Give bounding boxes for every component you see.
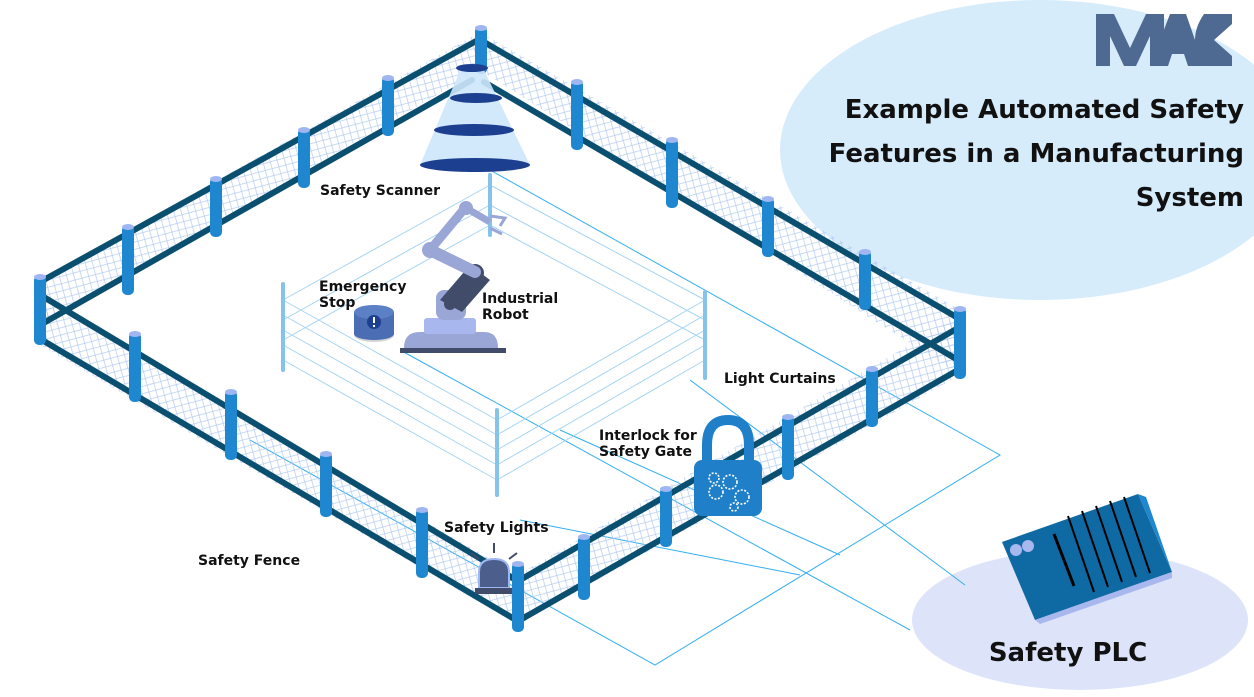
safety-plc-icon bbox=[1002, 494, 1172, 624]
fence-post bbox=[225, 390, 237, 460]
fence-post bbox=[129, 332, 141, 402]
industrial-robot-icon bbox=[400, 201, 508, 353]
fence-posts bbox=[34, 25, 966, 632]
label-safety-lights: Safety Lights bbox=[444, 520, 549, 536]
fence-post-cap bbox=[382, 75, 394, 81]
title-line-1: Example Automated Safety bbox=[845, 95, 1244, 125]
fence-post-cap bbox=[416, 507, 428, 513]
svg-text:Emergency: Emergency bbox=[319, 279, 406, 295]
fence-post bbox=[34, 275, 46, 345]
fence-post bbox=[122, 225, 134, 295]
light-curtain-beams bbox=[282, 184, 706, 481]
fence-post bbox=[475, 26, 487, 74]
fence-post bbox=[578, 535, 590, 600]
fence-post-cap bbox=[475, 25, 487, 31]
title-background-blob bbox=[780, 0, 1254, 300]
page-title: Example Automated Safety Features in a M… bbox=[829, 95, 1244, 213]
safety-fence bbox=[37, 37, 961, 623]
svg-text:Robot: Robot bbox=[482, 307, 529, 323]
label-emergency-stop: Emergency Stop bbox=[319, 279, 406, 311]
label-light-curtains: Light Curtains bbox=[724, 371, 836, 387]
fence-post-cap bbox=[34, 274, 46, 280]
fence-post-cap bbox=[578, 534, 590, 540]
fence-post bbox=[666, 138, 678, 208]
fence-post-cap bbox=[762, 196, 774, 202]
label-safety-plc: Safety PLC bbox=[989, 638, 1147, 668]
fence-post-cap bbox=[782, 414, 794, 420]
label-industrial-robot: Industrial Robot bbox=[482, 291, 558, 323]
interlock-padlock-icon bbox=[694, 414, 762, 516]
fence-post-cap bbox=[512, 561, 524, 567]
svg-text:Safety Gate: Safety Gate bbox=[599, 444, 692, 460]
fence-post-cap bbox=[571, 79, 583, 85]
fence-post-cap bbox=[866, 366, 878, 372]
svg-text:Interlock for: Interlock for bbox=[599, 428, 697, 444]
fence-post bbox=[782, 415, 794, 480]
safety-light-beacon-icon bbox=[470, 543, 518, 594]
emergency-stop-icon bbox=[354, 305, 394, 342]
label-safety-scanner: Safety Scanner bbox=[320, 183, 440, 199]
fence-post bbox=[571, 80, 583, 150]
label-interlock: Interlock for Safety Gate bbox=[599, 428, 697, 460]
fence-post-cap bbox=[954, 306, 966, 312]
fence-post-cap bbox=[122, 224, 134, 230]
light-curtain-posts bbox=[281, 173, 707, 497]
fence-post bbox=[512, 562, 524, 632]
fence-post bbox=[866, 367, 878, 427]
fence-post bbox=[660, 487, 672, 547]
fence-post bbox=[762, 197, 774, 257]
safety-scanner-icon bbox=[420, 64, 530, 172]
svg-text:Industrial: Industrial bbox=[482, 291, 558, 307]
fence-post bbox=[298, 128, 310, 188]
fence-post bbox=[859, 250, 871, 310]
label-safety-fence: Safety Fence bbox=[198, 553, 300, 569]
fence-post bbox=[954, 307, 966, 379]
fence-post-cap bbox=[320, 451, 332, 457]
svg-text:Stop: Stop bbox=[319, 295, 355, 311]
title-line-3: System bbox=[1136, 183, 1244, 213]
fence-post-cap bbox=[210, 176, 222, 182]
fence-post-cap bbox=[666, 137, 678, 143]
fence-post-cap bbox=[225, 389, 237, 395]
fence-post-cap bbox=[859, 249, 871, 255]
fence-post-cap bbox=[660, 486, 672, 492]
mac-logo bbox=[1096, 14, 1232, 66]
fence-post bbox=[416, 508, 428, 578]
fence-post-cap bbox=[129, 331, 141, 337]
title-line-2: Features in a Manufacturing bbox=[829, 139, 1244, 169]
fence-post-cap bbox=[298, 127, 310, 133]
fence-post bbox=[210, 177, 222, 237]
fence-post bbox=[382, 76, 394, 136]
fence-post bbox=[320, 452, 332, 517]
plc-background-blob bbox=[912, 550, 1248, 690]
